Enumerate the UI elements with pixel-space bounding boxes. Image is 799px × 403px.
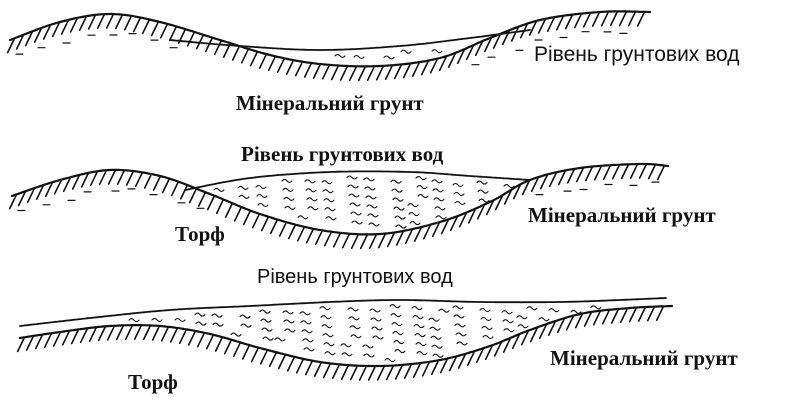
panel-1-mineral-soil-label: Мінеральний грунт bbox=[236, 93, 424, 114]
panel-3-mineral-soil-label: Мінеральний грунт bbox=[550, 348, 738, 369]
panel-3-water-level-label: Рівень грунтових вод bbox=[257, 267, 453, 287]
peat-squiggles-3 bbox=[129, 305, 601, 362]
panel-1-water-level-label: Рівень грунтових вод bbox=[534, 44, 740, 65]
panel-2-mineral-soil-label: Мінеральний грунт bbox=[528, 205, 716, 226]
panel-2-peat-label: Торф bbox=[175, 224, 225, 245]
peat-squiggles-1 bbox=[335, 50, 442, 59]
panel-3-peat-label: Торф bbox=[128, 372, 178, 393]
panel-2-water-level-label: Рівень грунтових вод bbox=[241, 144, 443, 165]
groundwater-line-1 bbox=[170, 30, 530, 50]
groundwater-line-3 bbox=[20, 298, 666, 326]
soil-dashes-right-2 bbox=[536, 182, 659, 195]
soil-dashes-left-1 bbox=[16, 34, 177, 55]
soil-dashes-left-2 bbox=[18, 189, 204, 211]
peat-squiggles-2 bbox=[214, 176, 514, 228]
